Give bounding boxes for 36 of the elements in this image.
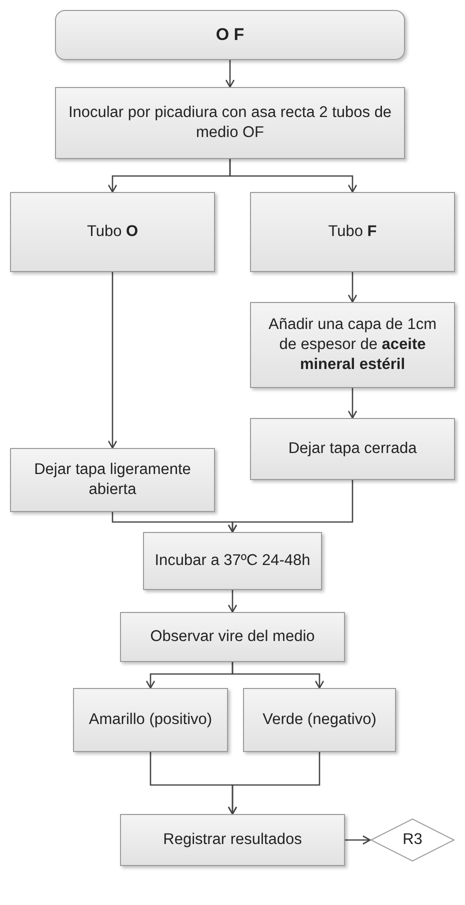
node-label: Tubo O [86, 222, 138, 242]
process-box [250, 302, 455, 388]
node-label: Observar vire del medio [150, 626, 315, 647]
node-label: Incubar a 37ºC 24-48h [154, 550, 310, 571]
arrow [108, 272, 118, 449]
node-label: O F [216, 24, 244, 46]
process-box [10, 448, 215, 512]
process-box [55, 87, 405, 159]
process-box [250, 418, 455, 480]
node-label: Registrar resultados [163, 830, 302, 850]
arrow [345, 835, 371, 845]
arrow [232, 662, 324, 689]
arrow [228, 752, 320, 815]
node-label: Dejar tapa cerrada [288, 438, 417, 459]
process-box [120, 612, 345, 662]
decision-diamond [370, 818, 455, 862]
arrow [228, 480, 354, 533]
arrow [348, 272, 358, 303]
process-box [143, 532, 322, 590]
process-box [10, 192, 215, 272]
node-label: Amarillo (positivo) [88, 710, 212, 730]
node-label: Añadir una capa de 1cm de espesor de aceite mineral estéril [267, 314, 438, 376]
arrow [229, 159, 358, 193]
arrow [228, 590, 238, 613]
process-box [243, 688, 396, 752]
start-box [55, 10, 405, 60]
node-label: Dejar tapa ligeramente abierta [33, 460, 192, 500]
process-box [73, 688, 228, 752]
node-label: Inocular por picadiura con asa recta 2 tubos de medio OF [67, 102, 393, 143]
node-label: Tubo F [328, 222, 377, 242]
node-label: Verde (negativo) [262, 710, 376, 730]
node-label: R3 [402, 830, 422, 850]
process-box [120, 814, 345, 866]
process-box [250, 192, 455, 272]
arrow [225, 60, 235, 88]
arrow [348, 388, 358, 419]
